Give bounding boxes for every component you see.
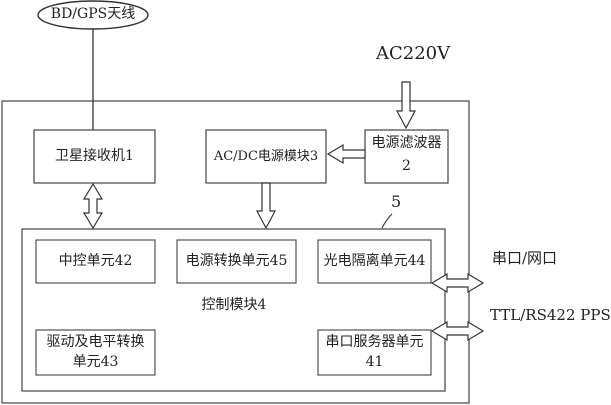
power-filter-box	[364, 129, 449, 184]
satellite-receiver-box	[33, 129, 156, 184]
power-input-label: AC220V	[376, 43, 451, 64]
acdc-label: AC/DC电源模块3	[213, 149, 319, 164]
optical-isolation-box	[317, 239, 432, 284]
acdc-box	[205, 129, 327, 184]
serial-server-label-1: 串口服务器单元	[325, 333, 424, 350]
central-control-box	[35, 239, 156, 284]
ttl-pps-label: TTL/RS422 PPS	[490, 306, 611, 324]
power-filter-label-1: 电源滤波器	[371, 134, 442, 151]
central-control-label: 中控单元42	[58, 253, 133, 269]
drive-level-box	[35, 329, 156, 376]
receiver-control-double-arrow	[82, 182, 104, 230]
callout-leader	[381, 213, 393, 229]
ac220v-arrow	[396, 81, 416, 130]
optical-isolation-label: 光电隔离单元44	[323, 253, 426, 269]
power-conversion-label: 电源转换单元45	[185, 253, 288, 269]
satellite-receiver-label: 卫星接收机1	[55, 148, 134, 164]
outer-enclosure	[1, 100, 470, 404]
drive-level-label-2: 单元43	[72, 353, 119, 370]
power-conversion-box	[176, 239, 297, 284]
antenna-label: BD/GPS天线	[50, 6, 136, 22]
ttl-pps-double-arrow	[430, 320, 485, 342]
serial-server-label-2: 41	[365, 353, 384, 370]
callout-number: 5	[391, 192, 402, 211]
filter-to-acdc-arrow	[326, 143, 366, 165]
power-filter-label-2: 2	[402, 157, 411, 174]
acdc-to-control-arrow	[256, 182, 276, 230]
serial-network-double-arrow	[430, 272, 485, 294]
control-module-label: 控制模块4	[201, 297, 267, 313]
serial-server-box	[317, 329, 432, 376]
serial-network-label: 串口/网口	[492, 249, 558, 267]
drive-level-label-1: 驱动及电平转换	[46, 333, 145, 350]
